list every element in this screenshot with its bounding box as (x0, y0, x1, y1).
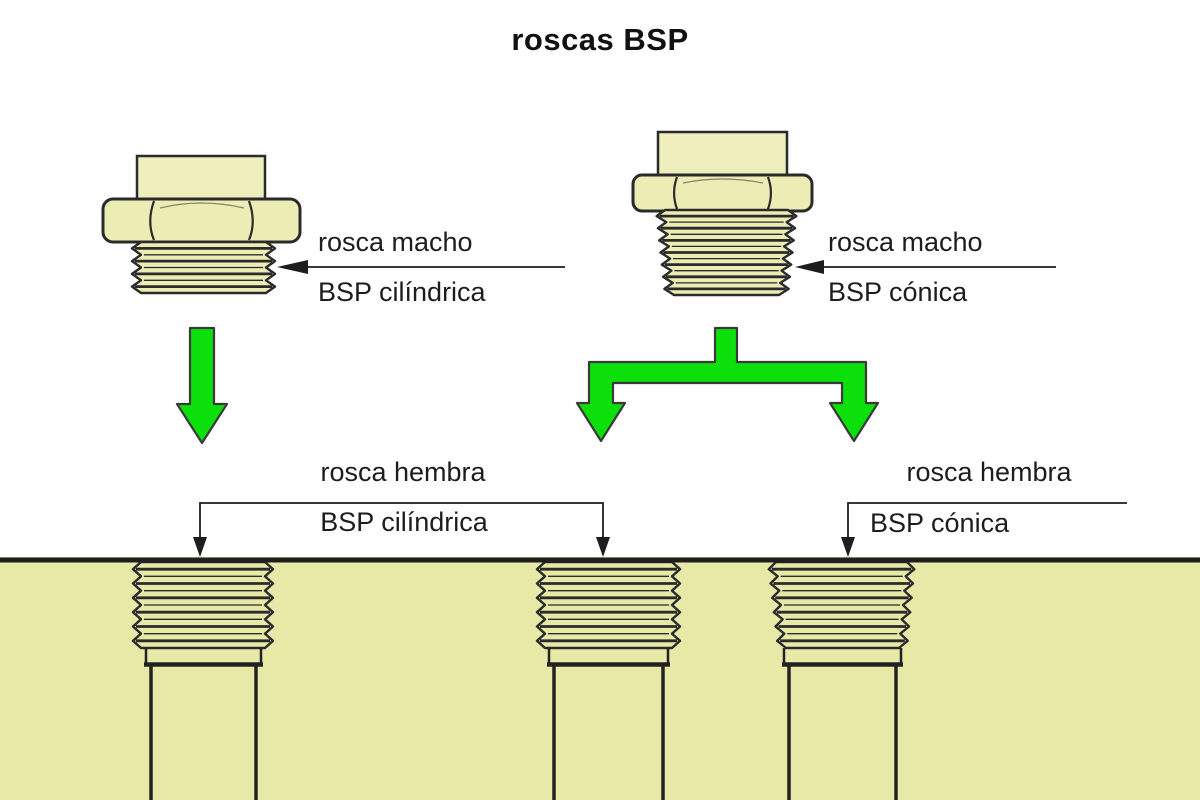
label-female-conical-line1: rosca hembra (906, 457, 1072, 487)
female-thread-cylindrical-left (131, 560, 275, 650)
female-thread-cylindrical-mid (535, 560, 682, 650)
down-arrowhead-icon (841, 537, 855, 557)
left-arrowhead-icon (277, 260, 308, 274)
label-male-cylindrical-line1: rosca macho (318, 227, 473, 257)
bore-channel-right (782, 648, 903, 800)
label-male-conical-line1: rosca macho (828, 227, 983, 257)
down-arrowhead-icon (193, 537, 207, 557)
pointer-male-conical (795, 260, 1056, 274)
label-female-cylindrical-line2: BSP cilíndrica (320, 507, 488, 537)
down-arrowhead-icon (596, 537, 610, 557)
left-arrowhead-icon (795, 260, 824, 274)
male-thread-conical (655, 208, 798, 297)
bore-channel-left (144, 648, 263, 800)
label-female-cylindrical-line1: rosca hembra (320, 457, 486, 487)
green-split-arrow-icon (575, 326, 880, 443)
label-male-conical-line2: BSP cónica (828, 277, 968, 307)
bracket-female-cylindrical (193, 502, 610, 557)
label-male-cylindrical-line2: BSP cilíndrica (318, 277, 486, 307)
male-fitting-cylindrical (101, 154, 302, 295)
bore-channel-mid (547, 648, 670, 800)
label-female-conical-line2: BSP cónica (870, 508, 1010, 538)
green-down-arrow-icon (175, 326, 229, 445)
fitting-body (135, 154, 267, 202)
hex-nut (101, 197, 302, 244)
fitting-body (656, 130, 789, 178)
pointer-male-cylindrical (277, 260, 565, 274)
diagram-title: roscas BSP (511, 22, 689, 57)
bracket-female-conical (841, 502, 1127, 557)
hex-nut (631, 173, 814, 213)
male-fitting-conical (631, 130, 814, 297)
male-thread-cylindrical (130, 240, 277, 295)
female-thread-conical (767, 560, 916, 650)
